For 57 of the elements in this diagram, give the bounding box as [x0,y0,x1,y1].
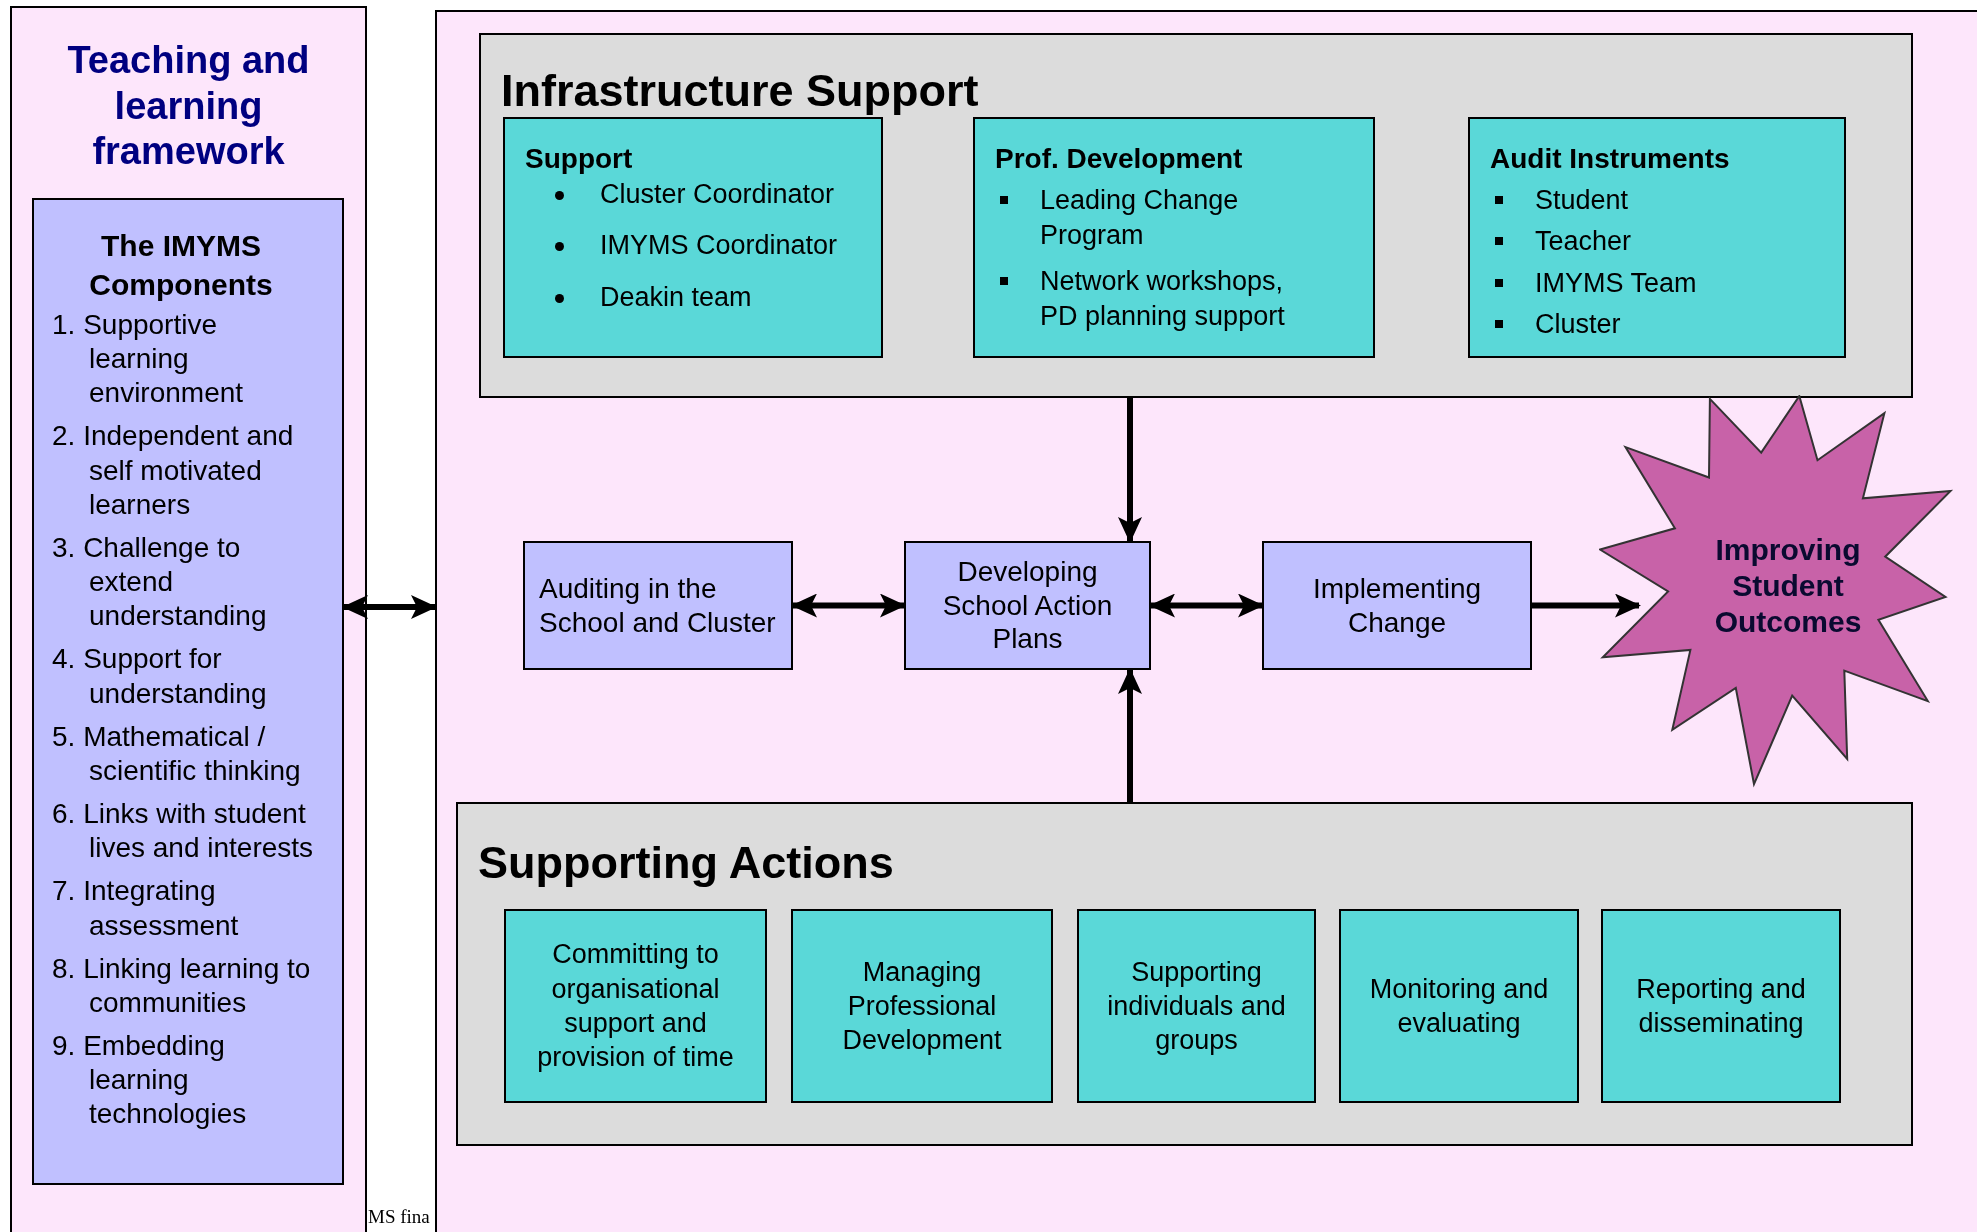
list-item: 8. Linking learning to communities [52,951,312,1020]
arrow [1118,668,1142,802]
list-item: IMYMS Coordinator [600,229,839,263]
box-label: Supporting individuals and groups [1106,955,1287,1058]
box-heading: Audit Instruments [1490,142,1731,176]
list-item: 1. Supportive learning environment [52,308,245,411]
list-item: Student [1535,184,1630,218]
list-item: Teacher [1535,225,1633,259]
box-heading: Support [525,142,634,176]
action-box [1601,909,1841,1103]
info-box [973,117,1375,358]
framework-panel [10,6,367,1232]
group-panel [456,802,1913,1146]
list-item: 4. Support for understanding [52,642,268,711]
group-title: Infrastructure Support [501,64,979,118]
list-item: Cluster Coordinator [600,178,836,212]
model-panel [435,10,1977,1232]
box-label: Reporting and disseminating [1635,972,1807,1040]
arrow [1532,593,1641,618]
box-label: Managing Professional Development [841,955,1003,1058]
panel-title: Teaching and learning framework [66,38,311,175]
group-panel [479,33,1913,398]
list-item: 7. Integrating assessment [52,874,240,943]
process-box [904,541,1151,670]
list-item: IMYMS Team [1535,266,1698,300]
arrow [791,593,906,618]
star-label: Improving Student Outcomes [1713,532,1863,640]
list-item: 5. Mathematical / scientific thinking [52,719,302,788]
box-label: Developing School Action Plans [941,555,1114,656]
list-item: Cluster [1535,307,1622,341]
list-item: Leading Change Program [1040,184,1240,253]
action-box [1077,909,1316,1103]
action-box [791,909,1053,1103]
process-box [1262,541,1532,670]
group-title: Supporting Actions [478,836,894,890]
process-box [523,541,793,670]
action-box [504,909,767,1103]
list-item: 9. Embedding learning technologies [52,1028,248,1132]
list-item: 2. Independent and self motivated learners [52,419,295,522]
arrow [1118,398,1142,543]
components-panel [32,198,344,1185]
box-label: Monitoring and evaluating [1368,972,1550,1040]
list-item: Deakin team [600,280,753,314]
list-item: 3. Challenge to extend understanding [52,530,268,634]
box-heading: Prof. Development [995,142,1244,176]
info-box [1468,117,1846,358]
action-box [1339,909,1579,1103]
list-item: 6. Links with student lives and interests [52,797,315,866]
info-box [503,117,883,358]
panel-heading: The IMYMS Components [88,228,274,303]
box-label: Committing to organisational support and provision of time [536,938,735,1075]
footer-text: MS fina [368,1206,430,1229]
box-label: Implementing Change [1311,571,1483,640]
list-item: Network workshops, PD planning support [1040,264,1286,333]
box-label: Auditing in the School and Cluster [539,571,777,640]
arrow [342,595,437,619]
arrow [1149,593,1264,618]
